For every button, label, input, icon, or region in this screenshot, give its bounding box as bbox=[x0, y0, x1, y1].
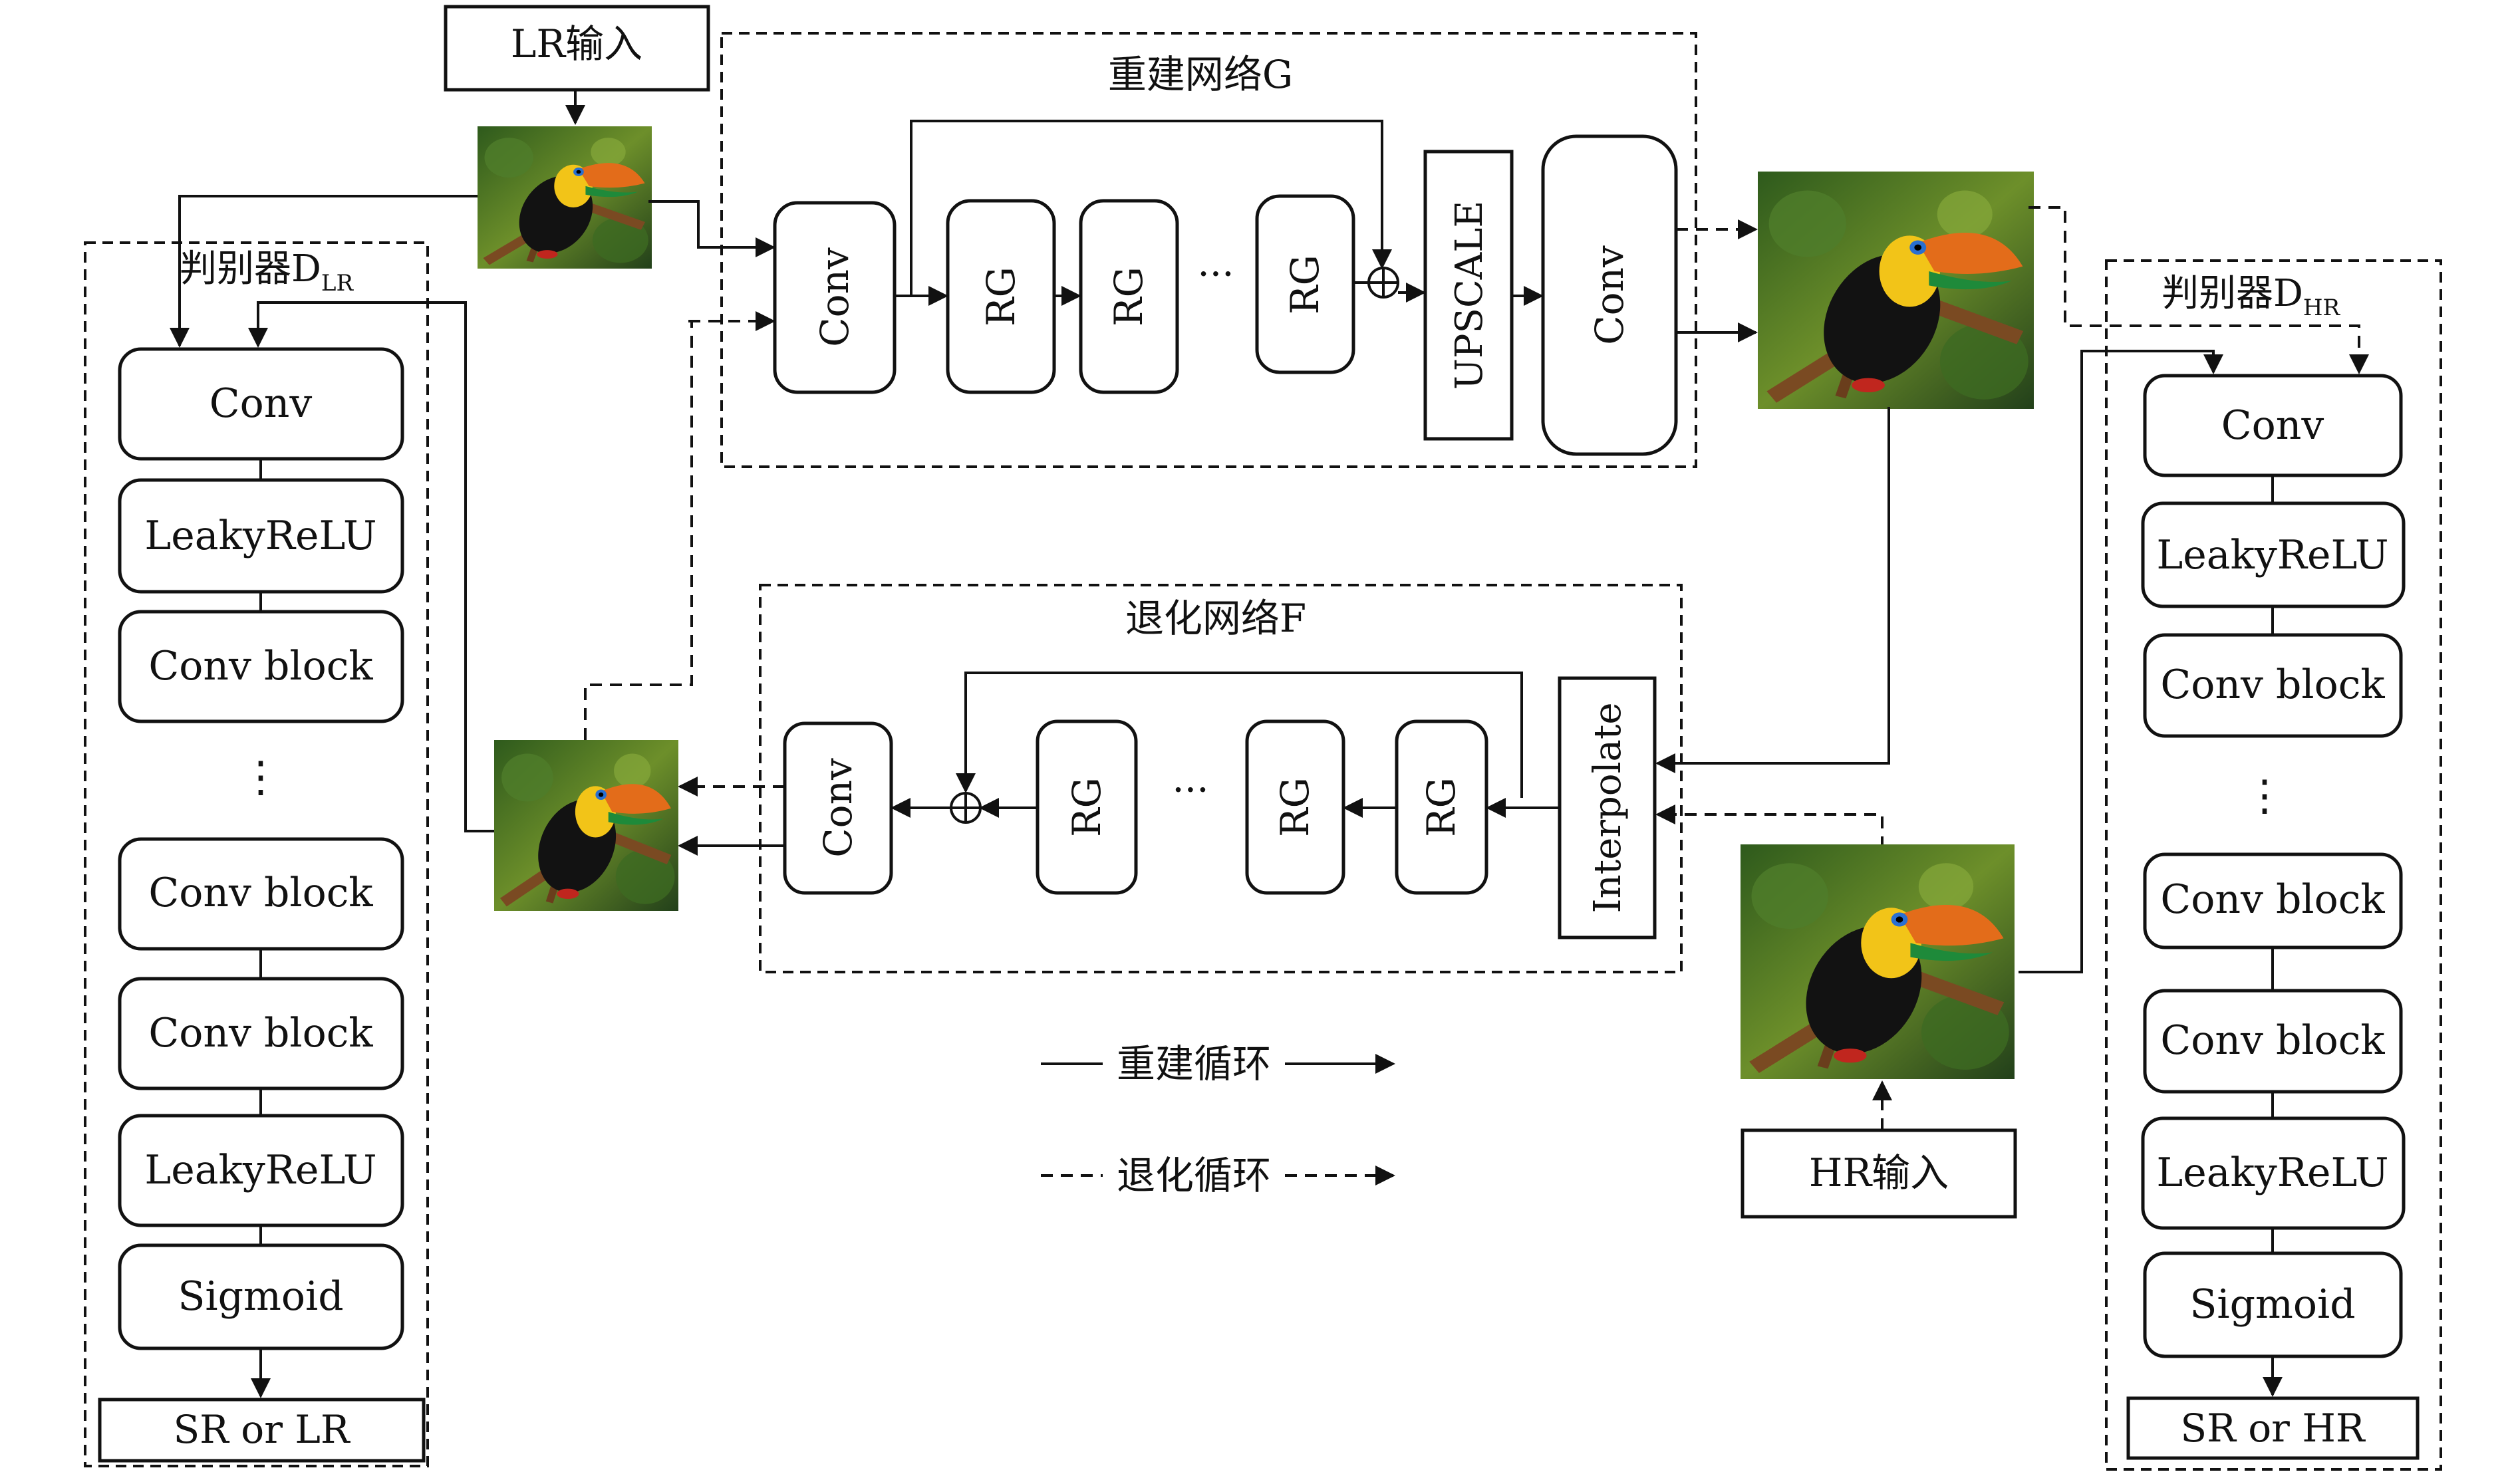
lr-to-gen-solid bbox=[648, 200, 775, 257]
disc-lr-output: SR or LR bbox=[173, 1407, 350, 1452]
disc-lr-layer-8-label: Sigmoid bbox=[178, 1273, 343, 1320]
gen-conv-1 bbox=[773, 201, 897, 394]
deg-ellipsis: ··· bbox=[1172, 767, 1208, 812]
lr-input-block: LR输入 bbox=[444, 5, 710, 92]
gen-rg-2-label: RG bbox=[1106, 267, 1151, 326]
gen-rg-1-label: RG bbox=[978, 267, 1024, 326]
gen-conv-1-label: Conv bbox=[812, 247, 857, 347]
disc-lr-layer-5-label: Conv block bbox=[148, 870, 373, 916]
lr-input-box bbox=[444, 5, 710, 92]
generator-frame bbox=[720, 32, 1697, 468]
deg-interpolate bbox=[1558, 676, 1657, 939]
deg-rg-3-label: RG bbox=[1419, 777, 1464, 837]
disc-hr-output-box bbox=[2126, 1396, 2420, 1460]
lr-reconstructed-image bbox=[494, 740, 678, 911]
deg-skip-line bbox=[956, 672, 1523, 798]
disc-lr-title: 判别器DLR bbox=[180, 247, 354, 297]
sr-to-disc-hr-dashed bbox=[2028, 206, 2369, 374]
disc-lr-layer-6-label: Conv block bbox=[148, 1010, 373, 1056]
sr-to-interpolate bbox=[1655, 407, 1890, 773]
hr-to-interpolate-dashed bbox=[1655, 804, 1884, 848]
disc-hr-output: SR or HR bbox=[2180, 1406, 2366, 1451]
disc-lr-layer-3 bbox=[118, 610, 404, 723]
disc-lr-layer-2-label: LeakyReLU bbox=[144, 513, 376, 559]
disc-lr-layer-1-label: Conv bbox=[210, 380, 313, 427]
disc-hr-layer-5-label: Conv block bbox=[2160, 876, 2385, 923]
recon-lr-to-disc-lr bbox=[248, 301, 494, 832]
deg-interpolate-label: Interpolate bbox=[1586, 702, 1629, 913]
hr-input-box bbox=[1741, 1128, 2017, 1219]
generator-title: 重建网络G bbox=[1108, 52, 1293, 97]
deg-conv-label: Conv bbox=[815, 758, 861, 858]
gen-upscale-label: UPSCALE bbox=[1448, 201, 1491, 390]
disc-hr-title: 判别器DHR bbox=[2162, 272, 2341, 321]
disc-lr-layers: Conv LeakyReLU Conv block ⋮ Conv block C… bbox=[118, 347, 404, 1350]
sr-image bbox=[1758, 172, 2034, 409]
degradation-frame bbox=[759, 584, 1683, 973]
generator-blocks: Conv RG RG ··· RG UPSCALE Conv bbox=[773, 134, 1678, 456]
disc-lr-layer-3-label: Conv block bbox=[148, 643, 373, 689]
disc-hr-layer-6-label: Conv block bbox=[2160, 1017, 2385, 1064]
lr-back-to-gen-dashed bbox=[584, 321, 693, 740]
disc-hr-ellipsis: ⋮ bbox=[2243, 771, 2286, 820]
degradation-blocks: Conv RG ··· RG RG Interpolate bbox=[783, 676, 1657, 939]
disc-lr-output-box bbox=[98, 1398, 426, 1463]
deg-rg-2-label: RG bbox=[1272, 777, 1318, 837]
legend-recon-label: 重建循环 bbox=[1117, 1041, 1271, 1086]
gen-rg-3 bbox=[1255, 194, 1355, 374]
deg-rg-1-label: RG bbox=[1064, 777, 1109, 837]
disc-hr-layer-3-label: Conv block bbox=[2160, 662, 2385, 708]
hr-to-disc-hr bbox=[2019, 350, 2223, 973]
hr-image bbox=[1741, 844, 2015, 1079]
gen-ellipsis: ··· bbox=[1197, 251, 1234, 297]
gen-rg-3-label: RG bbox=[1282, 255, 1327, 314]
lr-image-to-disc-lr bbox=[170, 195, 478, 348]
gen-conv-2-label: Conv bbox=[1587, 245, 1632, 345]
disc-hr-layer-1-label: Conv bbox=[2221, 402, 2324, 449]
disc-lr-layer-7-label: LeakyReLU bbox=[144, 1147, 376, 1193]
legend-degrade-label: 退化循环 bbox=[1117, 1153, 1271, 1198]
disc-lr-frame bbox=[84, 241, 429, 1467]
disc-hr-layer-7-label: LeakyReLU bbox=[2156, 1150, 2388, 1196]
disc-hr-layers: Conv LeakyReLU Conv block ⋮ Conv block C… bbox=[2141, 374, 2406, 1358]
gen-skip-line bbox=[910, 120, 1392, 296]
disc-hr-layer-2-label: LeakyReLU bbox=[2156, 532, 2388, 578]
lr-input-label: LR输入 bbox=[511, 21, 642, 66]
degradation-title: 退化网络F bbox=[1125, 596, 1306, 641]
hr-input-label: HR输入 bbox=[1809, 1150, 1949, 1195]
disc-hr-layer-3 bbox=[2143, 633, 2403, 738]
lr-image bbox=[478, 126, 652, 269]
disc-lr-ellipsis: ⋮ bbox=[239, 753, 282, 802]
legend: 重建循环 退化循环 bbox=[1041, 1041, 1395, 1198]
disc-hr-frame bbox=[2105, 259, 2442, 1471]
disc-hr-layer-8-label: Sigmoid bbox=[2189, 1281, 2355, 1328]
